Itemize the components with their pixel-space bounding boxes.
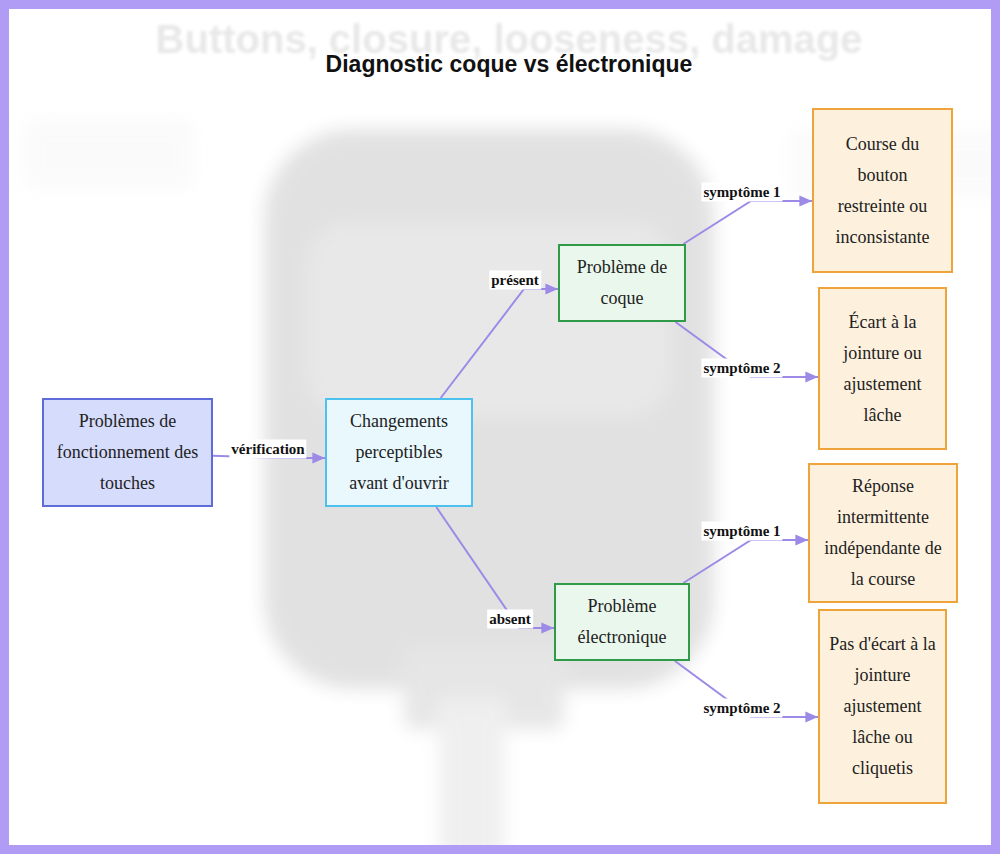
connector-arrow (676, 322, 818, 377)
symptom-box: Pas d'écart à la jointure ajustement lâc… (818, 609, 947, 804)
connector-arrow (436, 507, 554, 628)
symptom-box: Réponse intermittente indépendante de la… (808, 463, 958, 603)
box-text: Réponse intermittente indépendante de la… (818, 471, 948, 595)
box-text: Changements perceptibles avant d'ouvrir (335, 406, 463, 499)
check-box: Changements perceptibles avant d'ouvrir (325, 398, 473, 507)
box-text: Problème électronique (564, 591, 680, 653)
edge-label: absent (487, 610, 533, 629)
diagram-title: Diagnostic coque vs électronique (9, 51, 1000, 78)
connector-arrow (441, 289, 558, 398)
edge-label: symptôme 2 (701, 359, 782, 378)
connector-arrow (683, 540, 808, 583)
faded-card (24, 119, 194, 189)
edge-label: vérification (229, 440, 306, 459)
edge-label: symptôme 2 (701, 699, 782, 718)
box-text: Pas d'écart à la jointure ajustement lâc… (828, 629, 937, 784)
edge-label: présent (489, 271, 541, 290)
outcome-box: Problème de coque (558, 244, 686, 322)
symptom-box: Course du bouton restreinte ou inconsist… (812, 108, 953, 273)
key-fob-body (264, 129, 714, 689)
start-box: Problèmes de fonctionnement des touches (42, 398, 213, 507)
box-text: Écart à la jointure ou ajustement lâche (828, 307, 937, 431)
symptom-box: Écart à la jointure ou ajustement lâche (818, 287, 947, 450)
edge-label: symptôme 1 (701, 522, 782, 541)
box-text: Problème de coque (568, 252, 676, 314)
edge-label: symptôme 1 (701, 183, 782, 202)
key-blade (439, 699, 504, 854)
box-text: Course du bouton restreinte ou inconsist… (822, 129, 943, 253)
box-text: Problèmes de fonctionnement des touches (52, 406, 203, 499)
connector-arrow (675, 661, 818, 717)
connector-arrow (683, 201, 812, 244)
outcome-box: Problème électronique (554, 583, 690, 661)
